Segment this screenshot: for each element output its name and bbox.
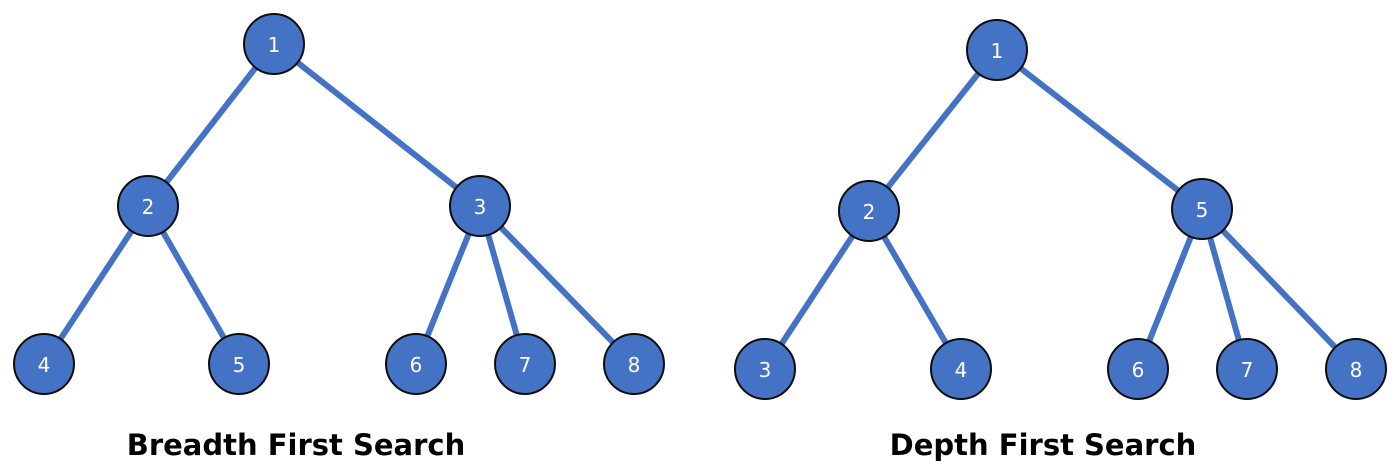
dfs-node-1: 1 [966,19,1028,81]
dfs-edge [1199,206,1359,372]
node-circle [494,333,556,395]
dfs-node-6: 6 [1107,338,1169,400]
node-label: 2 [863,200,876,224]
node-label: 3 [759,358,772,382]
node-label: 5 [1196,198,1209,222]
node-circle [243,13,305,75]
dfs-node-7: 7 [1216,338,1278,400]
bfs-node-4: 4 [13,333,75,395]
node-label: 1 [991,39,1004,63]
bfs-node-6: 6 [385,333,447,395]
dfs-nodes: 1 2 5 3 4 6 7 8 [734,19,1387,400]
node-label: 1 [268,33,281,57]
bfs-node-3: 3 [449,175,511,237]
node-circle [734,338,796,400]
node-label: 3 [474,195,487,219]
dfs-node-3: 3 [734,338,796,400]
node-circle [1171,178,1233,240]
node-circle [449,175,511,237]
bfs-node-1: 1 [243,13,305,75]
node-label: 4 [955,358,968,382]
node-label: 2 [142,195,155,219]
bfs-node-7: 7 [494,333,556,395]
dfs-edge [762,208,872,372]
node-circle [838,180,900,242]
node-label: 7 [519,353,532,377]
node-circle [930,338,992,400]
node-label: 8 [1350,358,1363,382]
node-circle [385,333,447,395]
breadth-first-search-tree: 1 2 3 4 5 6 7 8 Breadth First Search [13,13,665,462]
node-circle [1216,338,1278,400]
bfs-edge [145,41,277,209]
node-circle [603,333,665,395]
dfs-caption: Depth First Search [890,428,1197,462]
bfs-node-5: 5 [208,333,270,395]
dfs-edge [866,47,1000,214]
dfs-node-4: 4 [930,338,992,400]
node-circle [1325,338,1387,400]
bfs-node-8: 8 [603,333,665,395]
dfs-edge [994,47,1205,212]
node-circle [117,175,179,237]
node-circle [1107,338,1169,400]
node-label: 5 [233,353,246,377]
node-label: 8 [628,353,641,377]
node-circle [208,333,270,395]
dfs-node-8: 8 [1325,338,1387,400]
node-circle [13,333,75,395]
node-label: 6 [1132,358,1145,382]
depth-first-search-tree: 1 2 5 3 4 6 7 8 Depth First Search [734,19,1387,462]
bfs-edge [477,203,637,367]
node-circle [966,19,1028,81]
dfs-node-5: 5 [1171,178,1233,240]
bfs-nodes: 1 2 3 4 5 6 7 8 [13,13,665,395]
node-label: 4 [38,353,51,377]
bfs-edge [41,203,151,367]
dfs-node-2: 2 [838,180,900,242]
bfs-edge [271,41,483,209]
node-label: 6 [410,353,423,377]
bfs-caption: Breadth First Search [127,428,466,462]
node-label: 7 [1241,358,1254,382]
bfs-node-2: 2 [117,175,179,237]
